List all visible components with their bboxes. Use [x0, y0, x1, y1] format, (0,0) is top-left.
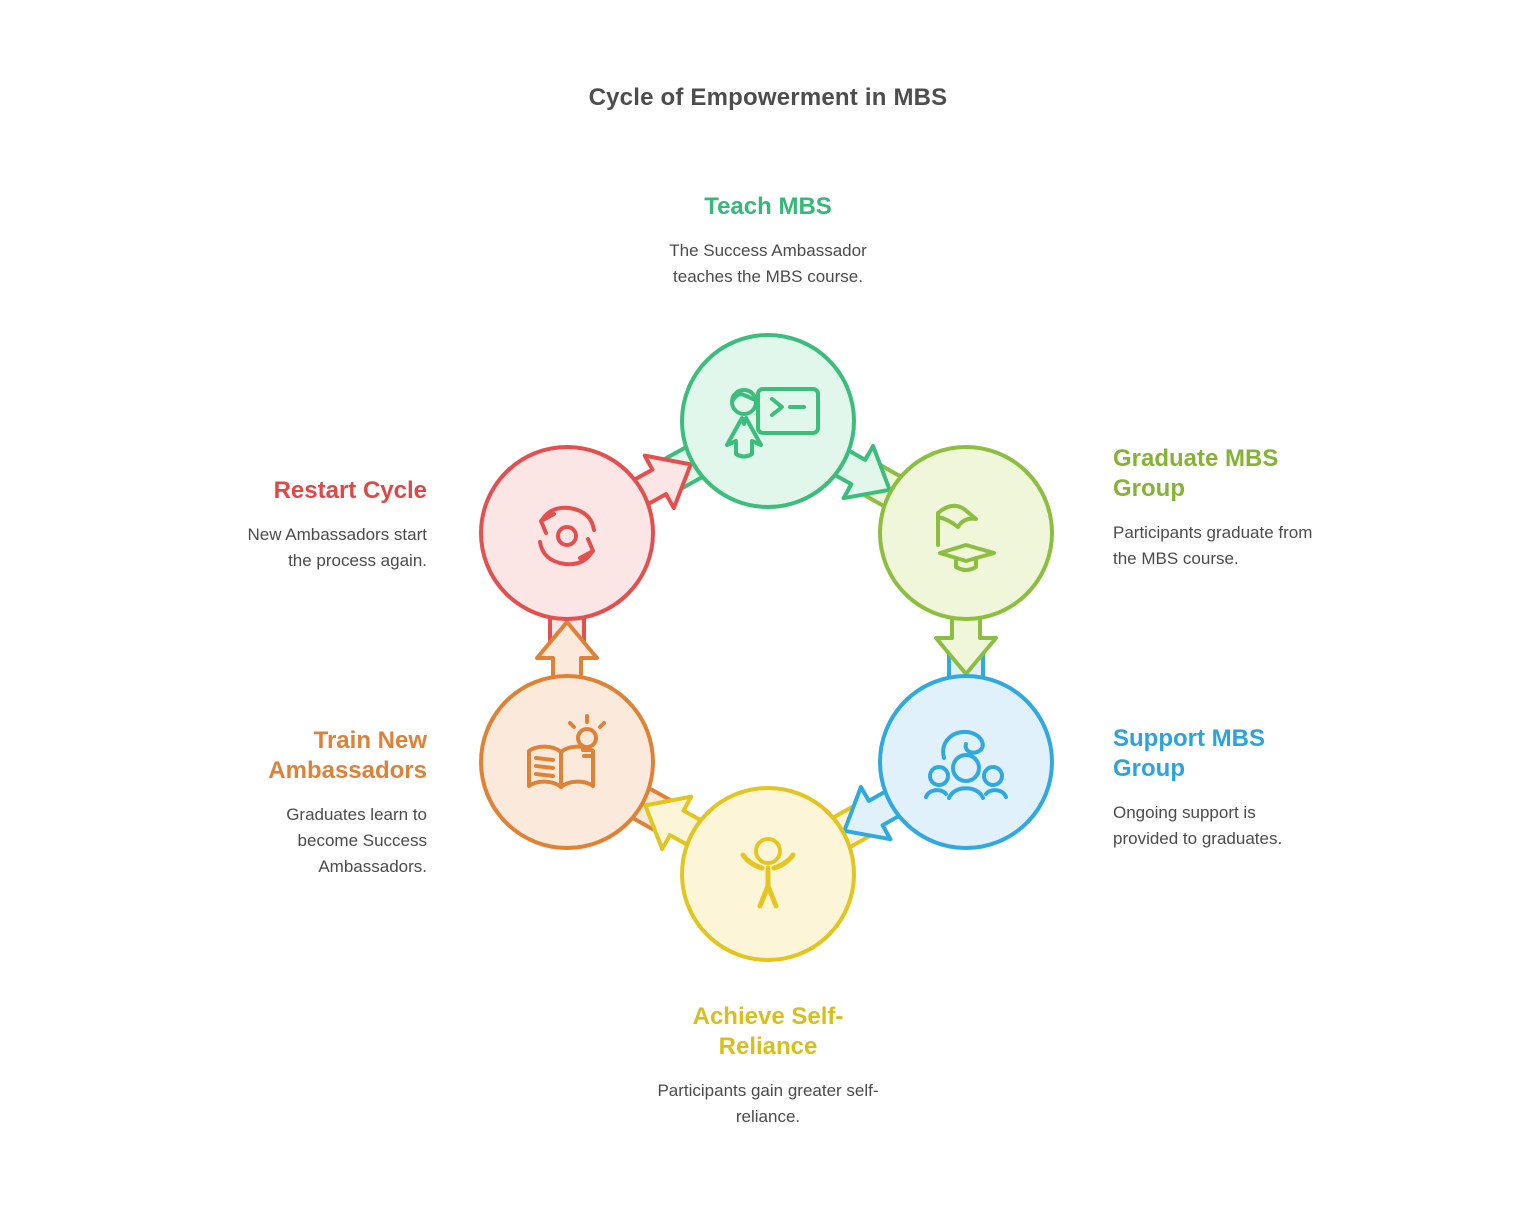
- graduation-cap-icon: [936, 503, 996, 572]
- node-title: Support MBS Group: [1113, 725, 1265, 782]
- node-description: Ongoing support is provided to graduates…: [1113, 803, 1283, 848]
- node-circle-train-new-ambassadors: [479, 674, 655, 850]
- node-title: Train New Ambassadors: [268, 727, 427, 784]
- node-circle-restart-cycle: [479, 445, 655, 621]
- node-description: New Ambassadors start the process again.: [247, 525, 427, 570]
- book-lightbulb-icon: [527, 714, 606, 789]
- node-label-teach-mbs: Teach MBS The Success Ambassador teaches…: [658, 192, 878, 290]
- node-title: Teach MBS: [704, 193, 832, 220]
- presenter-board-icon: [725, 387, 820, 459]
- node-circle-support-mbs-group: [878, 674, 1054, 850]
- node-circle-teach-mbs: [680, 333, 856, 509]
- node-title: Graduate MBS Group: [1113, 445, 1279, 502]
- node-label-achieve-self-reliance: Achieve Self-Reliance Participants gain …: [648, 1002, 888, 1130]
- person-arms-raised-icon: [740, 837, 796, 909]
- node-label-restart-cycle: Restart Cycle New Ambassadors start the …: [232, 476, 427, 574]
- node-title: Achieve Self-Reliance: [692, 1003, 844, 1060]
- node-description: Graduates learn to become Success Ambass…: [286, 805, 427, 876]
- node-description: The Success Ambassador teaches the MBS c…: [669, 241, 867, 286]
- node-title: Restart Cycle: [273, 477, 427, 504]
- node-description: Participants graduate from the MBS cours…: [1113, 523, 1313, 568]
- node-description: Participants gain greater self-reliance.: [657, 1081, 879, 1126]
- page-title: Cycle of Empowerment in MBS: [588, 84, 948, 111]
- restart-arrows-icon: [538, 505, 596, 567]
- node-label-graduate-mbs-group: Graduate MBS Group Participants graduate…: [1113, 444, 1318, 572]
- node-circle-graduate-mbs-group: [878, 445, 1054, 621]
- node-label-train-new-ambassadors: Train New Ambassadors Graduates learn to…: [242, 726, 427, 880]
- node-label-support-mbs-group: Support MBS Group Ongoing support is pro…: [1113, 724, 1318, 852]
- node-circles: [479, 333, 1054, 962]
- support-group-icon: [924, 729, 1008, 800]
